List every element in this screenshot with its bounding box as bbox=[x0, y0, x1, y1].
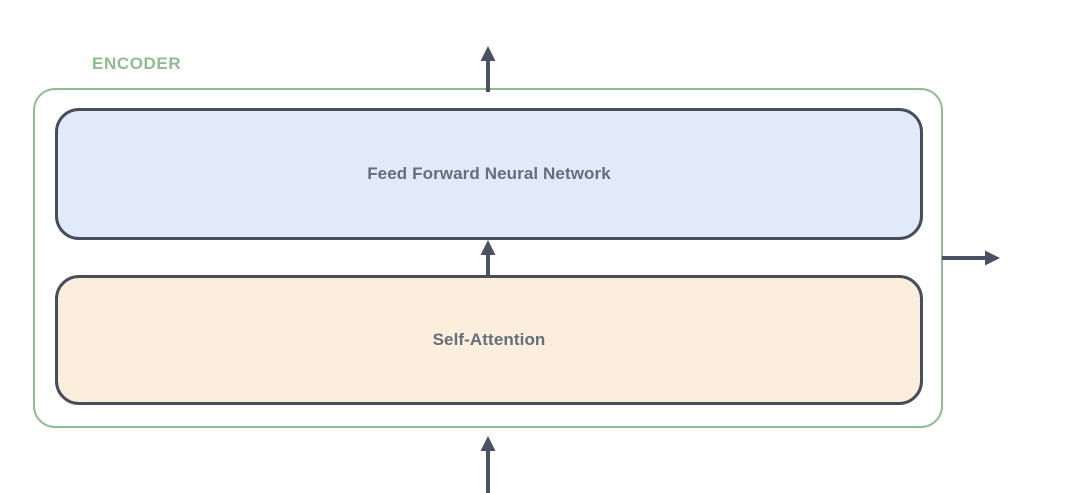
encoder-label: ENCODER bbox=[92, 54, 182, 73]
attention-to-feedforward-arrow-icon bbox=[480, 240, 496, 278]
input-arrow-icon bbox=[480, 436, 496, 493]
output-arrow-icon bbox=[480, 46, 496, 92]
feed-forward-layer: Feed Forward Neural Network bbox=[55, 108, 923, 240]
self-attention-layer: Self-Attention bbox=[55, 275, 923, 405]
side-output-arrow-icon bbox=[942, 250, 1000, 266]
feed-forward-layer-label: Feed Forward Neural Network bbox=[367, 164, 611, 183]
self-attention-layer-label: Self-Attention bbox=[432, 330, 546, 349]
